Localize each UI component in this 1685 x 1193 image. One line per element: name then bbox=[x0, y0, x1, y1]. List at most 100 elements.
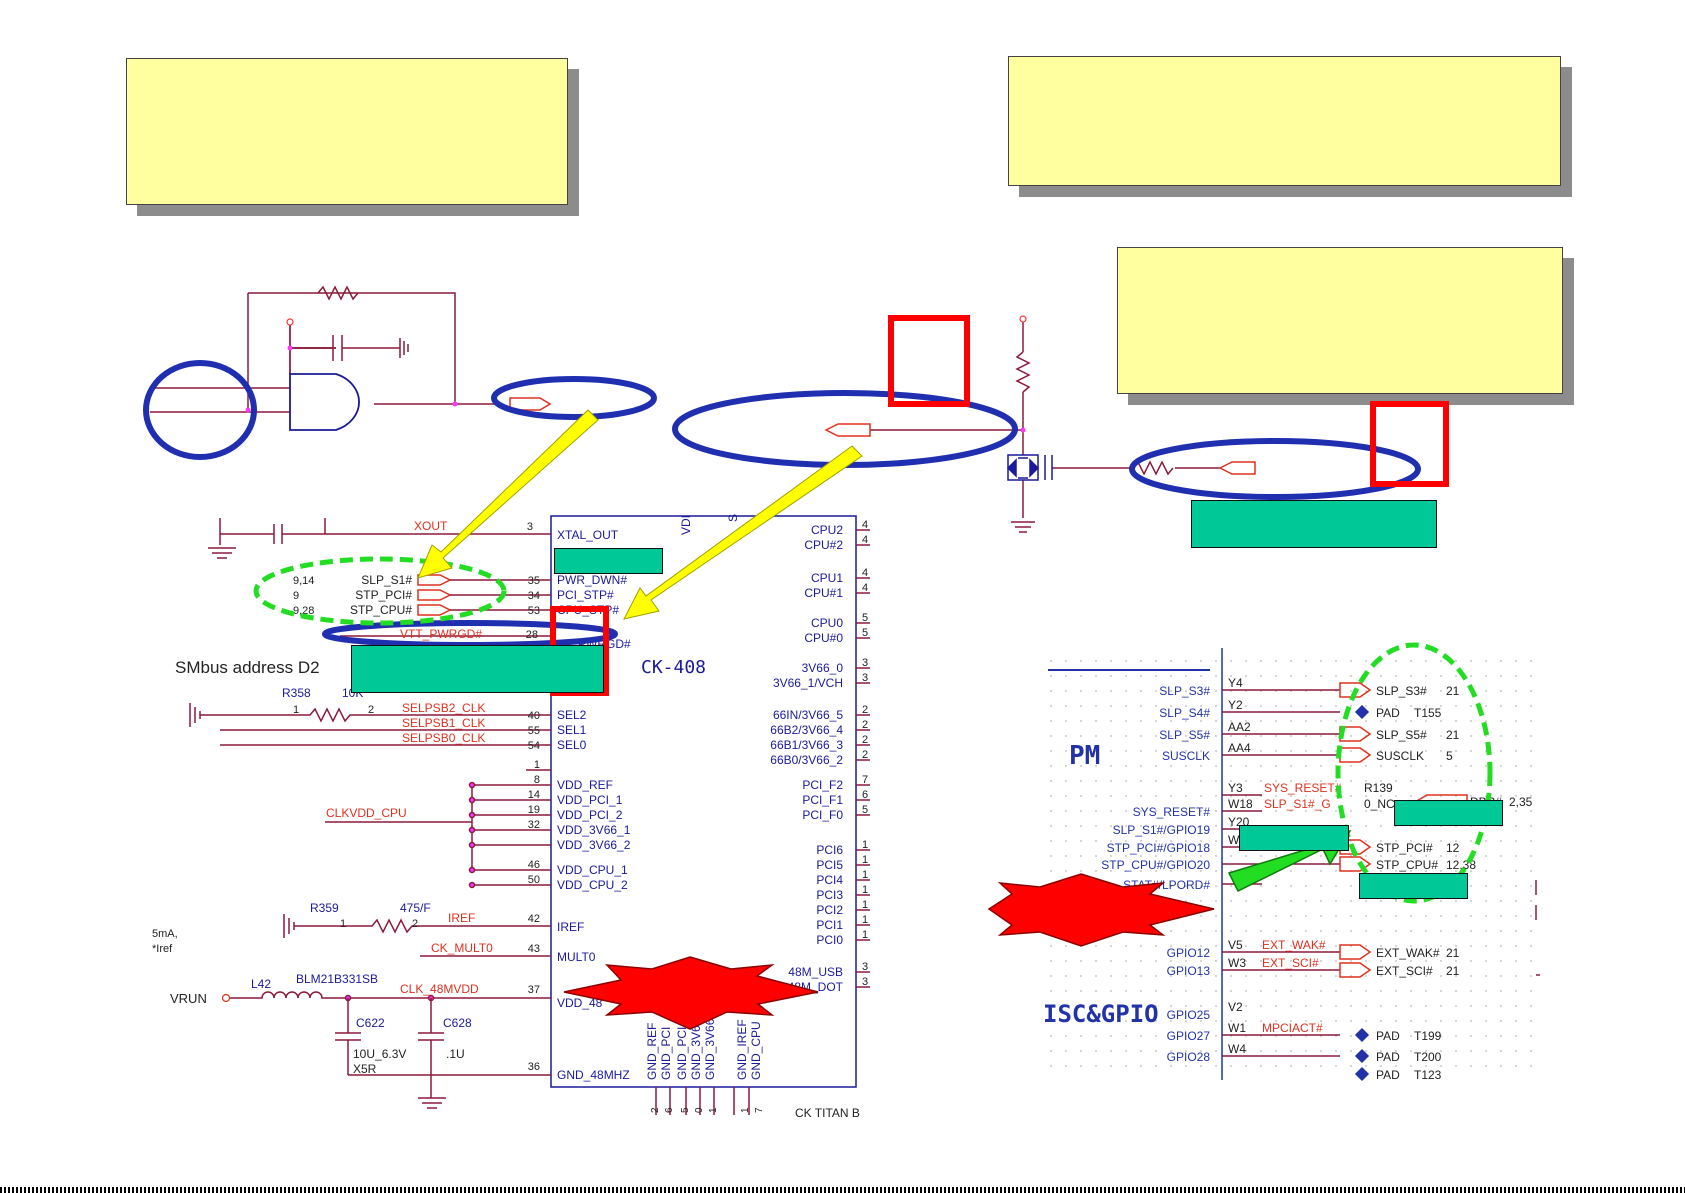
pm-offpage-ref: 21 bbox=[1446, 728, 1460, 742]
pwrgd-circuit bbox=[870, 322, 1220, 518]
highlight-ellipse-sysreset-net bbox=[1129, 438, 1421, 500]
pin-number: 2 bbox=[862, 704, 868, 716]
pin-name: SEL2 bbox=[557, 708, 587, 722]
pin-number: 6 bbox=[664, 1107, 675, 1113]
offpage-connector bbox=[1339, 962, 1372, 978]
pm-dot-grid bbox=[1045, 650, 1540, 1080]
gnd-pin-name: GND_REF bbox=[645, 1023, 659, 1080]
red-burst-left bbox=[563, 956, 819, 1030]
pm-offpage-name: EXT_SCI# bbox=[1376, 964, 1433, 978]
pm-offpage-name: STP_PCI# bbox=[1376, 841, 1433, 855]
pin-name: CPU#0 bbox=[804, 631, 843, 645]
gnd-pin-name: GND_PCI bbox=[659, 1027, 673, 1080]
net-label: XOUT bbox=[414, 519, 448, 533]
highlight-box-signal-1 bbox=[888, 315, 970, 407]
gnd-pin-name: GND_IREF bbox=[735, 1019, 749, 1080]
pm-pin-name: SLP_S3# bbox=[1159, 684, 1210, 698]
pin-number: 43 bbox=[528, 943, 540, 955]
pm-net-ref: 0_NC bbox=[1364, 797, 1395, 811]
net-label: CLK_48MVDD bbox=[400, 982, 479, 996]
pm-pad-label: PAD bbox=[1376, 1029, 1400, 1043]
pm-pin-name: GPIO28 bbox=[1167, 1050, 1211, 1064]
pm-offpage-name: STP_CPU# bbox=[1376, 858, 1438, 872]
offpage-connector bbox=[417, 589, 452, 601]
pm-pin-name: GPIO13 bbox=[1167, 964, 1211, 978]
junction-dot bbox=[468, 781, 476, 789]
junction-dot bbox=[468, 826, 476, 834]
gnd-pin-name: GND_CPU bbox=[749, 1021, 763, 1080]
pm-pin-name: GPIO27 bbox=[1167, 1029, 1211, 1043]
pin-number: 8 bbox=[534, 774, 540, 786]
pin-name: PCI1 bbox=[816, 918, 843, 932]
tag-pm-2 bbox=[1239, 825, 1349, 851]
net-label: IREF bbox=[448, 911, 475, 925]
slide-bottom-border bbox=[0, 1187, 1685, 1193]
pad-marker bbox=[1354, 1048, 1370, 1064]
note-text: 5mA, bbox=[152, 928, 178, 940]
and-gate-circuit bbox=[150, 292, 497, 413]
c622-symbol bbox=[335, 998, 361, 1075]
pin-number: 5 bbox=[680, 1107, 691, 1113]
pm-ball: V2 bbox=[1228, 1000, 1243, 1014]
iref-wire bbox=[294, 918, 551, 934]
pin-name: VDD_PCI_1 bbox=[557, 793, 623, 807]
pin-number: 19 bbox=[528, 804, 540, 816]
pm-ball: AA2 bbox=[1228, 720, 1251, 734]
pin-name: CPU1 bbox=[811, 571, 843, 585]
pm-offpage-ref: 2,35 bbox=[1509, 795, 1533, 809]
pm-pad-label: PAD bbox=[1376, 1050, 1400, 1064]
pin-name: 48M_USB bbox=[788, 965, 843, 979]
pin-number: 3 bbox=[862, 657, 868, 669]
pin-number: 7 bbox=[754, 1107, 765, 1113]
yellow-arrow-to-pwrgd bbox=[623, 445, 863, 620]
pin-name: PCI2 bbox=[816, 903, 843, 917]
pm-ball: W3 bbox=[1228, 956, 1246, 970]
net-name: STP_CPU# bbox=[350, 603, 412, 617]
pin-name: PCI_F0 bbox=[802, 808, 843, 822]
pin-name: 66B1/3V66_3 bbox=[770, 738, 843, 752]
ground-symbol bbox=[189, 703, 446, 1109]
pin-name: 66B2/3V66_4 bbox=[770, 723, 843, 737]
pin-name: IREF bbox=[557, 920, 584, 934]
offpage-connector bbox=[417, 604, 452, 616]
pm-offpage-name: SLP_S5# bbox=[1376, 728, 1427, 742]
pin-name: VDD_PCI_2 bbox=[557, 808, 623, 822]
pin-number: 1 bbox=[862, 869, 868, 881]
pin-name: MULT0 bbox=[557, 950, 596, 964]
net-name: STP_PCI# bbox=[355, 588, 412, 602]
pin-name: VDD_48 bbox=[557, 996, 603, 1010]
pin-name: PWR_DWN# bbox=[557, 573, 627, 587]
pin-number: 7 bbox=[862, 774, 868, 786]
pin-number: 3 bbox=[527, 521, 533, 533]
ck408-chip bbox=[550, 515, 857, 1115]
junction-dot bbox=[468, 841, 476, 849]
pin-number: 2 bbox=[412, 918, 418, 930]
pin-number: 1 bbox=[340, 918, 346, 930]
smbus-label: SMbus address D2 bbox=[175, 658, 320, 677]
offpage-connector bbox=[1339, 747, 1372, 763]
pm-net: EXT_SCI# bbox=[1262, 956, 1319, 970]
highlight-ellipse-gate-inputs bbox=[143, 360, 257, 460]
tag-pm-1 bbox=[1394, 800, 1503, 826]
pm-pad-label: PAD bbox=[1376, 1068, 1400, 1082]
note-text: *Iref bbox=[152, 943, 173, 955]
pin-number: 53 bbox=[528, 605, 540, 617]
pin-number: 2 bbox=[862, 749, 868, 761]
pin-number: 6 bbox=[862, 789, 868, 801]
pm-pad-ref: T200 bbox=[1414, 1050, 1442, 1064]
pin-number: 1 bbox=[862, 854, 868, 866]
pin-number: 2 bbox=[650, 1107, 661, 1113]
resistor-value: 475/F bbox=[400, 901, 431, 915]
capacitor-value: 10U_6.3V bbox=[353, 1047, 406, 1061]
capacitor-ref: C622 bbox=[356, 1016, 385, 1030]
decoupling-capacitor bbox=[289, 325, 409, 361]
offpage-connector bbox=[1339, 726, 1372, 742]
pm-pin-name: SLP_S1#/GPIO19 bbox=[1113, 823, 1211, 837]
pin-number: 34 bbox=[528, 590, 540, 602]
net-ref: 9,14 bbox=[293, 575, 314, 587]
gpio-title: ISC&GPIO bbox=[1043, 1000, 1159, 1028]
chip-name: CK-408 bbox=[641, 657, 706, 678]
pin-name: PCI0 bbox=[816, 933, 843, 947]
net-name: SLP_S1# bbox=[361, 573, 412, 587]
